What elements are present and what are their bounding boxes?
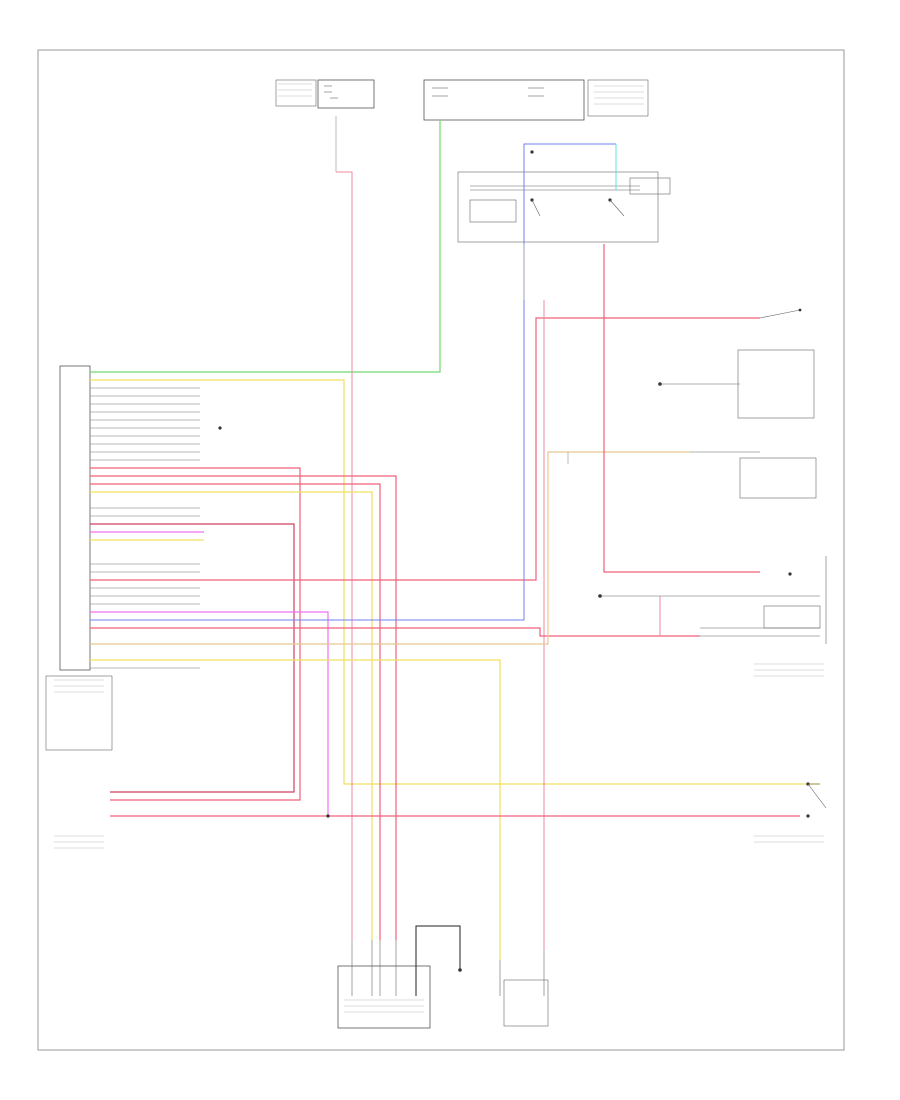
- front-height-sensor: [658, 308, 815, 419]
- wire-red-4: [90, 627, 700, 637]
- wire-yellow-2: [90, 491, 373, 940]
- wire-tan: [90, 451, 690, 645]
- suspension-switch: [806, 782, 827, 818]
- wire-darkred: [90, 523, 295, 793]
- compressor-relay: [598, 556, 827, 644]
- wire-magenta-2: [90, 611, 329, 816]
- wire-yellow-4: [90, 659, 501, 960]
- module-pin-rows: [90, 371, 200, 669]
- wire-green: [90, 120, 441, 373]
- wire-red-1: [90, 467, 301, 801]
- wire-pink-top: [336, 171, 353, 940]
- label-placeholders: [54, 83, 824, 1013]
- splice-points: [218, 150, 534, 818]
- rear-height-sensor: [690, 451, 817, 499]
- wire-blue: [90, 143, 616, 621]
- diagram-border: [37, 49, 845, 1051]
- wire-red-2: [90, 475, 397, 940]
- wire-red-3: [90, 483, 381, 940]
- wire-red-right: [90, 317, 760, 581]
- wire-red-5: [603, 244, 760, 573]
- instrument-cluster-connector: [337, 940, 431, 1029]
- hot-at-all-times-fuse: [275, 79, 375, 109]
- suspension-control-module: [45, 365, 113, 751]
- vent-solenoid: [499, 950, 549, 1027]
- wire-yellow-1: [90, 379, 820, 785]
- ground-point: [415, 925, 462, 996]
- power-distribution-fuse-box: [423, 79, 649, 121]
- suspension-relay: [457, 171, 671, 243]
